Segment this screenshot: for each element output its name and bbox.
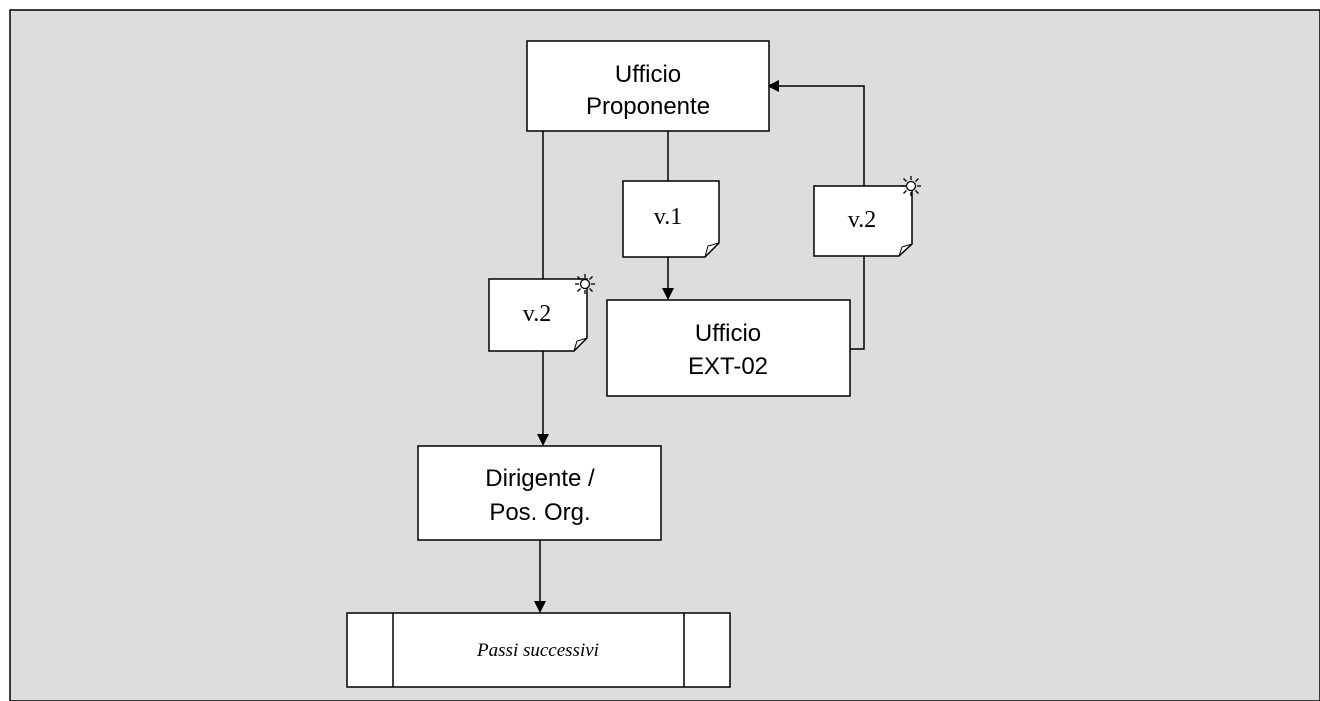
doc-v2-return-fold: [898, 243, 913, 257]
doc-v2-forward-shape: [488, 278, 588, 352]
doc-v1: v.1: [622, 180, 720, 258]
doc-v1-shape: [622, 180, 720, 258]
doc-v2-forward: v.2: [488, 274, 595, 352]
sun-icon: [575, 274, 595, 294]
doc-v2-forward-fold: [573, 337, 588, 352]
sun-icon: [901, 176, 921, 196]
node-dirigente-line1: Dirigente /: [485, 465, 595, 492]
node-ufficio-ext-line2: EXT-02: [688, 353, 768, 380]
node-ufficio-proponente-line1: Ufficio: [615, 61, 681, 88]
doc-v2-return-label: v.2: [848, 207, 876, 233]
doc-v1-fold: [704, 242, 720, 258]
node-dirigente: Dirigente / Pos. Org.: [417, 445, 662, 541]
connectors: [534, 80, 865, 613]
connector-doc-v2-to-proponente: [767, 80, 865, 186]
node-dirigente-box: [417, 445, 662, 541]
connector-ext-to-doc-v2: [850, 256, 865, 350]
doc-v2-forward-label: v.2: [523, 301, 551, 327]
node-passi-successivi-label: Passi successivi: [476, 640, 599, 661]
node-ufficio-ext-line1: Ufficio: [695, 320, 761, 347]
node-ufficio-proponente-box: [526, 40, 770, 132]
doc-v2-return: v.2: [813, 176, 921, 257]
node-ufficio-proponente-line2: Proponente: [586, 93, 710, 120]
node-ufficio-ext-box: [606, 299, 851, 397]
node-passi-successivi: Passi successivi: [346, 612, 731, 688]
doc-v2-return-shape: [813, 185, 913, 257]
node-passi-successivi-box: [346, 612, 731, 688]
node-ufficio-proponente: Ufficio Proponente: [526, 40, 770, 132]
node-ufficio-ext: Ufficio EXT-02: [606, 299, 851, 397]
doc-v1-label: v.1: [654, 204, 682, 230]
node-dirigente-line2: Pos. Org.: [489, 499, 590, 526]
